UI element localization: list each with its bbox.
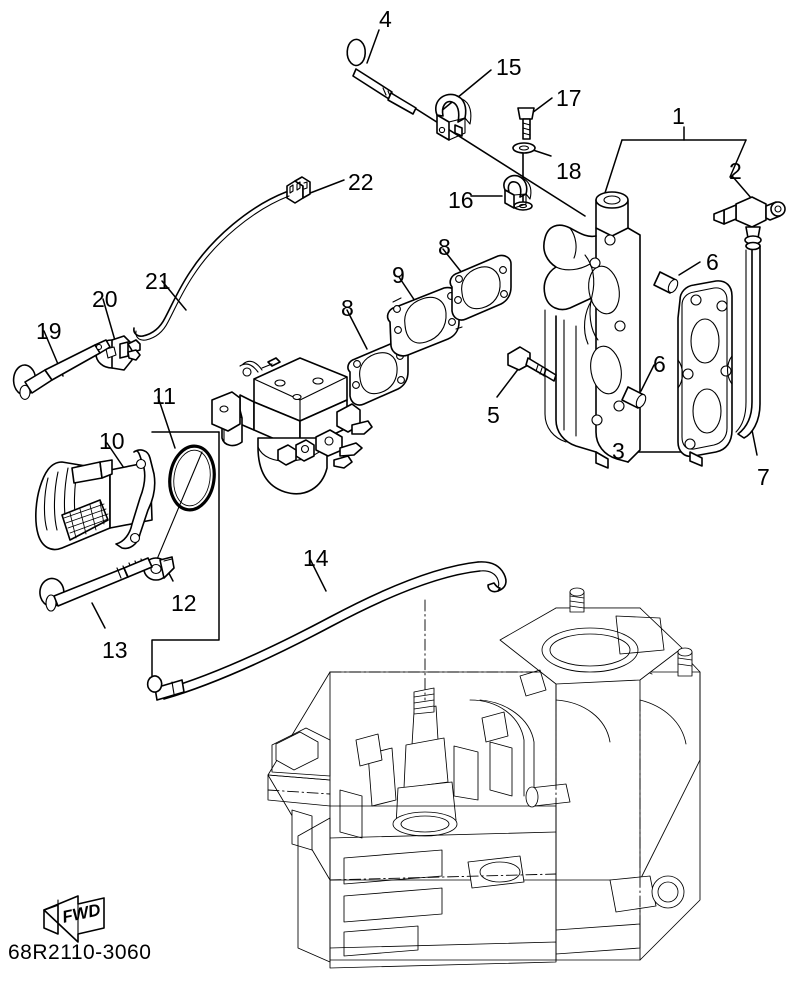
part-air-silencer-10 <box>35 449 156 551</box>
part-bolt-5 <box>507 346 557 382</box>
callout-22[interactable]: 22 <box>348 169 374 195</box>
part-hose-7 <box>735 241 761 439</box>
engine-block-reference <box>267 587 701 969</box>
part-long-bolt-4 <box>346 38 417 115</box>
callout-2[interactable]: 2 <box>729 158 742 184</box>
callout-12[interactable]: 12 <box>171 590 197 616</box>
part-dowel-pin-6-lower <box>621 386 647 409</box>
callout-6-upper[interactable]: 6 <box>706 249 719 275</box>
part-gasket-8-inner <box>347 340 409 406</box>
part-clamp-15 <box>435 93 472 141</box>
part-gasket-3 <box>677 280 733 467</box>
callout-11[interactable]: 11 <box>152 383 176 409</box>
callout-8-inner[interactable]: 8 <box>341 295 354 321</box>
reference-outline-silencer <box>151 431 220 687</box>
callout-4[interactable]: 4 <box>379 6 392 32</box>
part-gasket-8-outer <box>449 254 512 321</box>
part-number-label: 68R2110-3060 <box>8 941 152 964</box>
callout-19[interactable]: 19 <box>36 318 62 344</box>
part-o-ring-11 <box>168 444 216 512</box>
part-bolt-17 <box>517 107 535 140</box>
part-carburetor <box>211 357 373 495</box>
part-spacer-9 <box>386 286 463 357</box>
part-washer-18 <box>512 142 536 154</box>
callout-17[interactable]: 17 <box>556 85 582 111</box>
callout-1[interactable]: 1 <box>672 103 685 129</box>
callout-3[interactable]: 3 <box>612 438 625 464</box>
fwd-arrow-marker <box>43 895 105 943</box>
callout-20[interactable]: 20 <box>92 286 118 312</box>
part-joint-fitting-2 <box>713 196 786 245</box>
part-pivot-bolt-19 <box>12 339 111 400</box>
callout-14[interactable]: 14 <box>303 545 329 571</box>
callout-15[interactable]: 15 <box>496 54 522 80</box>
part-dowel-pin-6-upper <box>653 271 679 294</box>
callout-8-outer[interactable]: 8 <box>438 234 451 260</box>
callout-16[interactable]: 16 <box>448 187 474 213</box>
center-linkage-shaft <box>390 92 586 217</box>
callout-21[interactable]: 21 <box>145 268 171 294</box>
callout-13[interactable]: 13 <box>102 637 128 663</box>
part-clamp-16 <box>503 174 532 209</box>
callout-18[interactable]: 18 <box>556 158 582 184</box>
part-long-bolt-13 <box>39 557 153 612</box>
callout-5[interactable]: 5 <box>487 402 500 428</box>
part-intake-manifold-1 <box>543 191 641 469</box>
part-wire-clip-22 <box>286 176 311 204</box>
callout-6-lower[interactable]: 6 <box>653 351 666 377</box>
callout-9[interactable]: 9 <box>392 262 405 288</box>
part-fuel-hose-14 <box>146 561 507 701</box>
callout-7[interactable]: 7 <box>757 464 770 490</box>
part-choke-rod-21 <box>133 191 290 341</box>
callout-10[interactable]: 10 <box>99 428 125 454</box>
